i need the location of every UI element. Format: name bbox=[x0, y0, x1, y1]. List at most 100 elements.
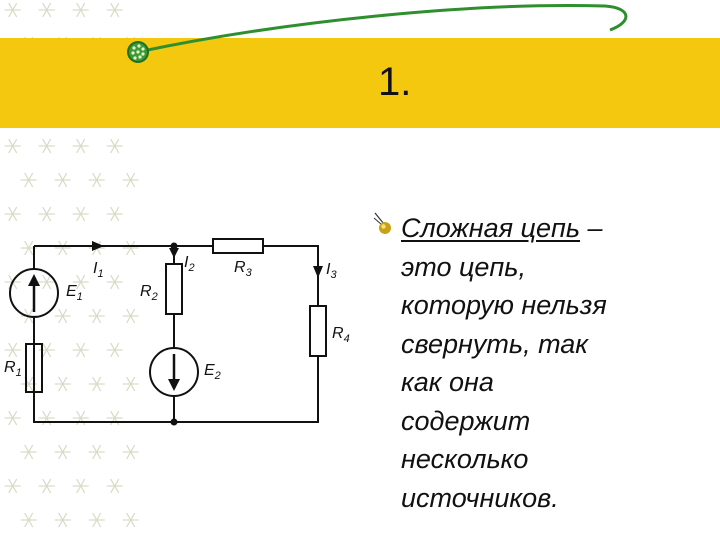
texture-stroke bbox=[96, 308, 102, 317]
texture-stroke bbox=[42, 410, 48, 419]
texture-stroke bbox=[12, 478, 18, 487]
texture-stroke bbox=[62, 376, 68, 385]
texture-stroke bbox=[42, 2, 48, 11]
texture-stroke bbox=[126, 512, 132, 521]
texture-stroke bbox=[76, 206, 82, 215]
texture-stroke bbox=[80, 349, 86, 358]
texture-stroke bbox=[28, 247, 34, 256]
definition-line: это цепь, bbox=[401, 251, 526, 282]
texture-stroke bbox=[76, 281, 82, 290]
term-dash: – bbox=[580, 213, 603, 243]
texture-stroke bbox=[24, 240, 30, 249]
texture-stroke bbox=[12, 342, 18, 351]
texture-stroke bbox=[62, 247, 68, 256]
current-arrow-i3 bbox=[313, 266, 323, 278]
texture-stroke bbox=[62, 315, 68, 324]
texture-stroke bbox=[76, 145, 82, 154]
texture-stroke bbox=[76, 478, 82, 487]
texture-stroke bbox=[110, 349, 116, 358]
source-e2 bbox=[149, 347, 199, 397]
texture-stroke bbox=[80, 274, 86, 283]
texture-stroke bbox=[62, 512, 68, 521]
resistor-r3 bbox=[212, 238, 264, 254]
texture-stroke bbox=[42, 281, 48, 290]
definition-line: содержит bbox=[401, 405, 531, 436]
texture-stroke bbox=[92, 519, 98, 528]
texture-stroke bbox=[96, 444, 102, 453]
label-r4: R4 bbox=[332, 325, 350, 345]
texture-stroke bbox=[46, 206, 52, 215]
texture-stroke bbox=[46, 410, 52, 419]
texture-stroke bbox=[114, 9, 120, 18]
texture-stroke bbox=[12, 410, 18, 419]
texture-stroke bbox=[92, 179, 98, 188]
label-i2: I2 bbox=[184, 254, 195, 274]
resistor-r1 bbox=[25, 343, 43, 393]
texture-stroke bbox=[46, 485, 52, 494]
texture-stroke bbox=[80, 138, 86, 147]
texture-stroke bbox=[126, 444, 132, 453]
texture-stroke bbox=[28, 308, 34, 317]
label-e1: E1 bbox=[66, 283, 83, 303]
texture-stroke bbox=[46, 349, 52, 358]
texture-stroke bbox=[62, 444, 68, 453]
gold-bead-bullet-icon bbox=[373, 212, 391, 234]
green-dotted-ball-icon bbox=[127, 41, 149, 63]
label-r2: R2 bbox=[140, 283, 158, 303]
texture-stroke bbox=[62, 383, 68, 392]
texture-stroke bbox=[24, 444, 30, 453]
definition-line: как она bbox=[401, 367, 494, 397]
texture-stroke bbox=[42, 274, 48, 283]
texture-stroke bbox=[8, 410, 14, 419]
texture-stroke bbox=[114, 281, 120, 290]
texture-stroke bbox=[130, 444, 136, 453]
texture-stroke bbox=[8, 349, 14, 358]
texture-stroke bbox=[76, 342, 82, 351]
texture-stroke bbox=[110, 410, 116, 419]
texture-stroke bbox=[58, 308, 64, 317]
definition-first-line: Сложная цепь – bbox=[401, 209, 701, 248]
texture-stroke bbox=[126, 376, 132, 385]
texture-stroke bbox=[92, 451, 98, 460]
texture-stroke bbox=[114, 274, 120, 283]
texture-stroke bbox=[8, 213, 14, 222]
texture-stroke bbox=[8, 2, 14, 11]
texture-stroke bbox=[58, 451, 64, 460]
definition-line: которую нельзя bbox=[401, 290, 607, 320]
texture-stroke bbox=[28, 376, 34, 385]
texture-stroke bbox=[46, 478, 52, 487]
texture-stroke bbox=[42, 485, 48, 494]
texture-stroke bbox=[130, 308, 136, 317]
junction-top bbox=[170, 242, 178, 250]
texture-stroke bbox=[62, 179, 68, 188]
texture-stroke bbox=[24, 172, 30, 181]
texture-stroke bbox=[126, 383, 132, 392]
texture-stroke bbox=[130, 179, 136, 188]
texture-stroke bbox=[12, 213, 18, 222]
texture-stroke bbox=[58, 512, 64, 521]
texture-stroke bbox=[8, 138, 14, 147]
texture-stroke bbox=[92, 315, 98, 324]
texture-stroke bbox=[28, 383, 34, 392]
term: Сложная цепь bbox=[401, 213, 581, 243]
texture-stroke bbox=[126, 451, 132, 460]
texture-stroke bbox=[28, 451, 34, 460]
texture-stroke bbox=[96, 179, 102, 188]
label-r3: R3 bbox=[234, 259, 253, 279]
texture-stroke bbox=[114, 138, 120, 147]
texture-stroke bbox=[62, 308, 68, 317]
texture-stroke bbox=[76, 274, 82, 283]
texture-stroke bbox=[130, 512, 136, 521]
texture-stroke bbox=[92, 308, 98, 317]
texture-stroke bbox=[130, 383, 136, 392]
texture-stroke bbox=[114, 485, 120, 494]
texture-stroke bbox=[92, 172, 98, 181]
texture-stroke bbox=[76, 410, 82, 419]
arrow-down-icon bbox=[168, 354, 180, 391]
texture-stroke bbox=[80, 342, 86, 351]
texture-stroke bbox=[42, 342, 48, 351]
texture-stroke bbox=[114, 410, 120, 419]
texture-stroke bbox=[46, 281, 52, 290]
current-arrow-i2 bbox=[169, 248, 179, 258]
